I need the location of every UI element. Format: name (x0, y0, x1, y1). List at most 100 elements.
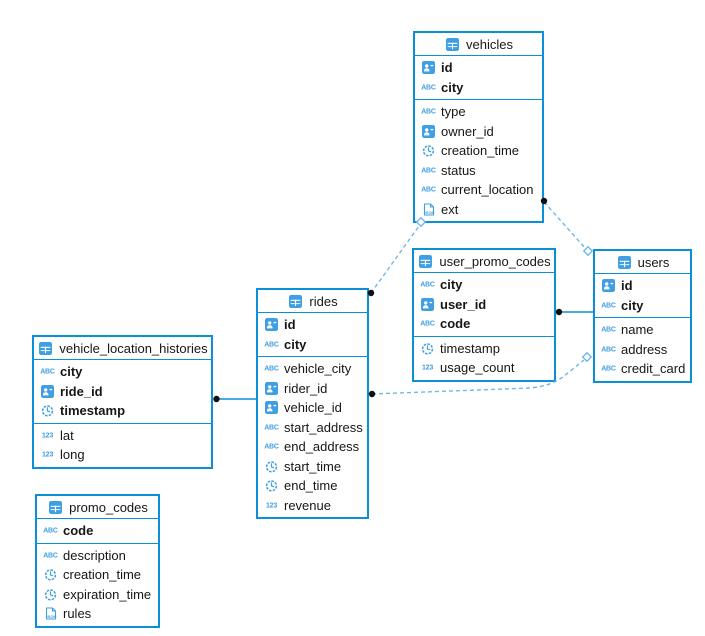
field-row-user_id[interactable]: user_id (414, 295, 554, 315)
abc-text-icon: ABC (420, 320, 435, 328)
field-label: creation_time (441, 143, 520, 159)
field-label: name (621, 322, 654, 338)
abc-text-icon: ABC (43, 552, 58, 560)
field-row-creation_time[interactable]: creation_time (415, 141, 542, 161)
field-row-credit_card[interactable]: ABC credit_card (595, 359, 690, 379)
field-label: credit_card (621, 361, 686, 377)
field-label: ext (441, 201, 459, 217)
id-ref-icon (263, 318, 280, 332)
field-row-ride_id[interactable]: ride_id (34, 382, 211, 402)
table-header[interactable]: users (595, 251, 690, 274)
clock-icon (263, 479, 280, 493)
clock-icon (42, 587, 59, 601)
table-name: users (637, 254, 670, 270)
clock-icon (39, 404, 56, 418)
abc-text-icon: ABC (264, 341, 279, 349)
field-row-timestamp[interactable]: timestamp (414, 339, 554, 359)
field-label: lat (60, 427, 74, 443)
field-label: city (440, 277, 463, 293)
field-label: revenue (284, 497, 331, 513)
field-label: ride_id (60, 383, 103, 399)
field-row-city[interactable]: ABC city (414, 275, 554, 295)
table-header[interactable]: vehicle_location_histories (34, 337, 211, 360)
field-label: usage_count (440, 360, 515, 376)
number-123-icon: 123 (421, 364, 434, 372)
table-header[interactable]: promo_codes (37, 496, 158, 519)
field-label: timestamp (440, 340, 500, 356)
table-icon (417, 254, 434, 268)
field-row-vehicle_id[interactable]: vehicle_id (258, 398, 367, 418)
field-row-id[interactable]: id (415, 58, 542, 78)
diamond-endpoint (581, 351, 593, 363)
table-header[interactable]: vehicles (415, 33, 542, 56)
field-label: current_location (441, 182, 534, 198)
diamond-endpoint (582, 245, 594, 257)
table-name: rides (309, 293, 338, 309)
table-header[interactable]: rides (258, 290, 367, 313)
field-row-usage_count[interactable]: 123 usage_count (414, 358, 554, 378)
field-row-id[interactable]: id (595, 276, 690, 296)
field-row-owner_id[interactable]: owner_id (415, 122, 542, 142)
abc-text-icon: ABC (264, 365, 279, 373)
field-row-end_time[interactable]: end_time (258, 476, 367, 496)
field-row-start_time[interactable]: start_time (258, 457, 367, 477)
field-label: address (621, 341, 668, 357)
dot-endpoint (213, 395, 220, 403)
id-ref-icon (263, 381, 280, 395)
field-row-expiration_time[interactable]: expiration_time (37, 585, 158, 605)
clock-icon (263, 459, 280, 473)
field-row-city[interactable]: ABC city (415, 78, 542, 98)
field-label: code (63, 523, 94, 539)
table-icon (444, 37, 461, 51)
field-label: city (441, 79, 464, 95)
abc-text-icon: ABC (601, 365, 616, 373)
abc-text-icon: ABC (601, 302, 616, 310)
field-row-timestamp[interactable]: timestamp (34, 401, 211, 421)
field-label: vehicle_city (284, 361, 352, 377)
field-row-lat[interactable]: 123 lat (34, 426, 211, 446)
field-row-rider_id[interactable]: rider_id (258, 379, 367, 399)
number-123-icon: 123 (41, 432, 54, 440)
svg-text:JSON: JSON (423, 210, 434, 215)
field-row-creation_time[interactable]: creation_time (37, 565, 158, 585)
clock-icon (419, 341, 436, 355)
abc-text-icon: ABC (421, 84, 436, 92)
table-header[interactable]: user_promo_codes (414, 250, 554, 273)
field-label: rider_id (284, 380, 328, 396)
json-icon: JSON (420, 202, 437, 216)
abc-text-icon: ABC (420, 281, 435, 289)
field-label: end_time (284, 478, 338, 494)
abc-text-icon: ABC (264, 424, 279, 432)
field-row-id[interactable]: id (258, 315, 367, 335)
table-name: user_promo_codes (439, 253, 551, 269)
field-row-vehicle_city[interactable]: ABC vehicle_city (258, 359, 367, 379)
id-ref-icon (39, 384, 56, 398)
field-row-ext[interactable]: JSON ext (415, 200, 542, 220)
